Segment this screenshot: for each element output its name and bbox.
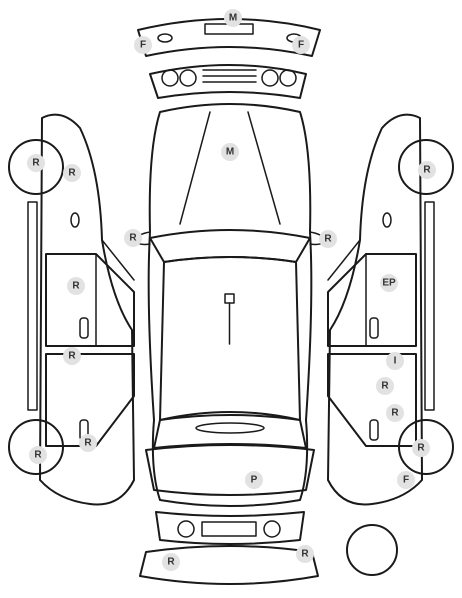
marker-left-front-wheel: R — [27, 154, 45, 172]
damage-markers: M F F M R R R R R R EP R I R R R R R F P R R — [27, 9, 436, 571]
marker-label: M — [229, 13, 237, 24]
marker-badge — [376, 377, 394, 395]
marker-label: M — [226, 147, 234, 158]
marker-right-rear-door-lower: R — [386, 404, 404, 422]
marker-badge — [63, 347, 81, 365]
marker-badge — [397, 471, 415, 489]
marker-badge — [386, 352, 404, 370]
marker-label: R — [72, 281, 80, 292]
right-side-view — [327, 113, 454, 506]
marker-badge — [386, 404, 404, 422]
marker-badge — [418, 161, 436, 179]
marker-badge — [245, 471, 263, 489]
marker-label: R — [129, 233, 137, 244]
marker-badge — [292, 36, 310, 54]
marker-label: R — [34, 450, 42, 461]
marker-label: I — [394, 356, 397, 367]
marker-right-rear-quarter: F — [397, 471, 415, 489]
marker-badge — [162, 553, 180, 571]
rear-bumper-view — [139, 545, 319, 585]
marker-right-rear-door-upper: I — [386, 352, 404, 370]
marker-right-rear-wheel: R — [412, 439, 430, 457]
marker-label: R — [32, 158, 40, 169]
marker-badge — [319, 230, 337, 248]
marker-hood: M — [221, 143, 239, 161]
marker-label: F — [140, 40, 146, 51]
marker-label: F — [298, 40, 304, 51]
marker-badge — [67, 277, 85, 295]
marker-label: R — [423, 165, 431, 176]
marker-badge — [380, 274, 398, 292]
marker-label: R — [68, 168, 76, 179]
marker-left-mirror: R — [124, 229, 142, 247]
marker-right-front-door: EP — [380, 274, 398, 292]
marker-badge — [79, 434, 97, 452]
marker-right-rear-door-middle: R — [376, 377, 394, 395]
marker-rear-bumper-left: R — [162, 553, 180, 571]
marker-badge — [412, 439, 430, 457]
marker-right-mirror: R — [319, 230, 337, 248]
marker-label: R — [324, 234, 332, 245]
marker-front-bumper-right: F — [292, 36, 310, 54]
marker-label: R — [301, 549, 309, 560]
marker-label: R — [417, 443, 425, 454]
marker-label: R — [391, 408, 399, 419]
marker-label: R — [84, 438, 92, 449]
marker-trunk: P — [245, 471, 263, 489]
marker-badge — [134, 36, 152, 54]
marker-label: R — [381, 381, 389, 392]
marker-right-front-wheel: R — [418, 161, 436, 179]
car-top-view — [133, 103, 327, 507]
rear-face-view — [155, 511, 305, 545]
marker-label: R — [68, 351, 76, 362]
marker-badge — [27, 154, 45, 172]
marker-label: F — [403, 475, 409, 486]
front-face-view — [149, 64, 307, 99]
marker-rear-bumper-right: R — [296, 545, 314, 563]
marker-badge — [221, 143, 239, 161]
marker-left-rear-quarter: R — [79, 434, 97, 452]
marker-left-rear-wheel: R — [29, 446, 47, 464]
marker-badge — [296, 545, 314, 563]
marker-label: R — [167, 557, 175, 568]
marker-front-bumper-left: F — [134, 36, 152, 54]
marker-label: P — [251, 475, 258, 486]
marker-badge — [29, 446, 47, 464]
left-side-view — [8, 113, 135, 506]
spare-wheel — [346, 524, 398, 576]
marker-badge — [63, 164, 81, 182]
marker-label: EP — [382, 278, 396, 289]
marker-badge — [224, 9, 242, 27]
marker-badge — [124, 229, 142, 247]
marker-front-bumper-center: M — [224, 9, 242, 27]
marker-left-rear-door: R — [63, 347, 81, 365]
marker-left-front-door: R — [67, 277, 85, 295]
marker-left-front-fender: R — [63, 164, 81, 182]
